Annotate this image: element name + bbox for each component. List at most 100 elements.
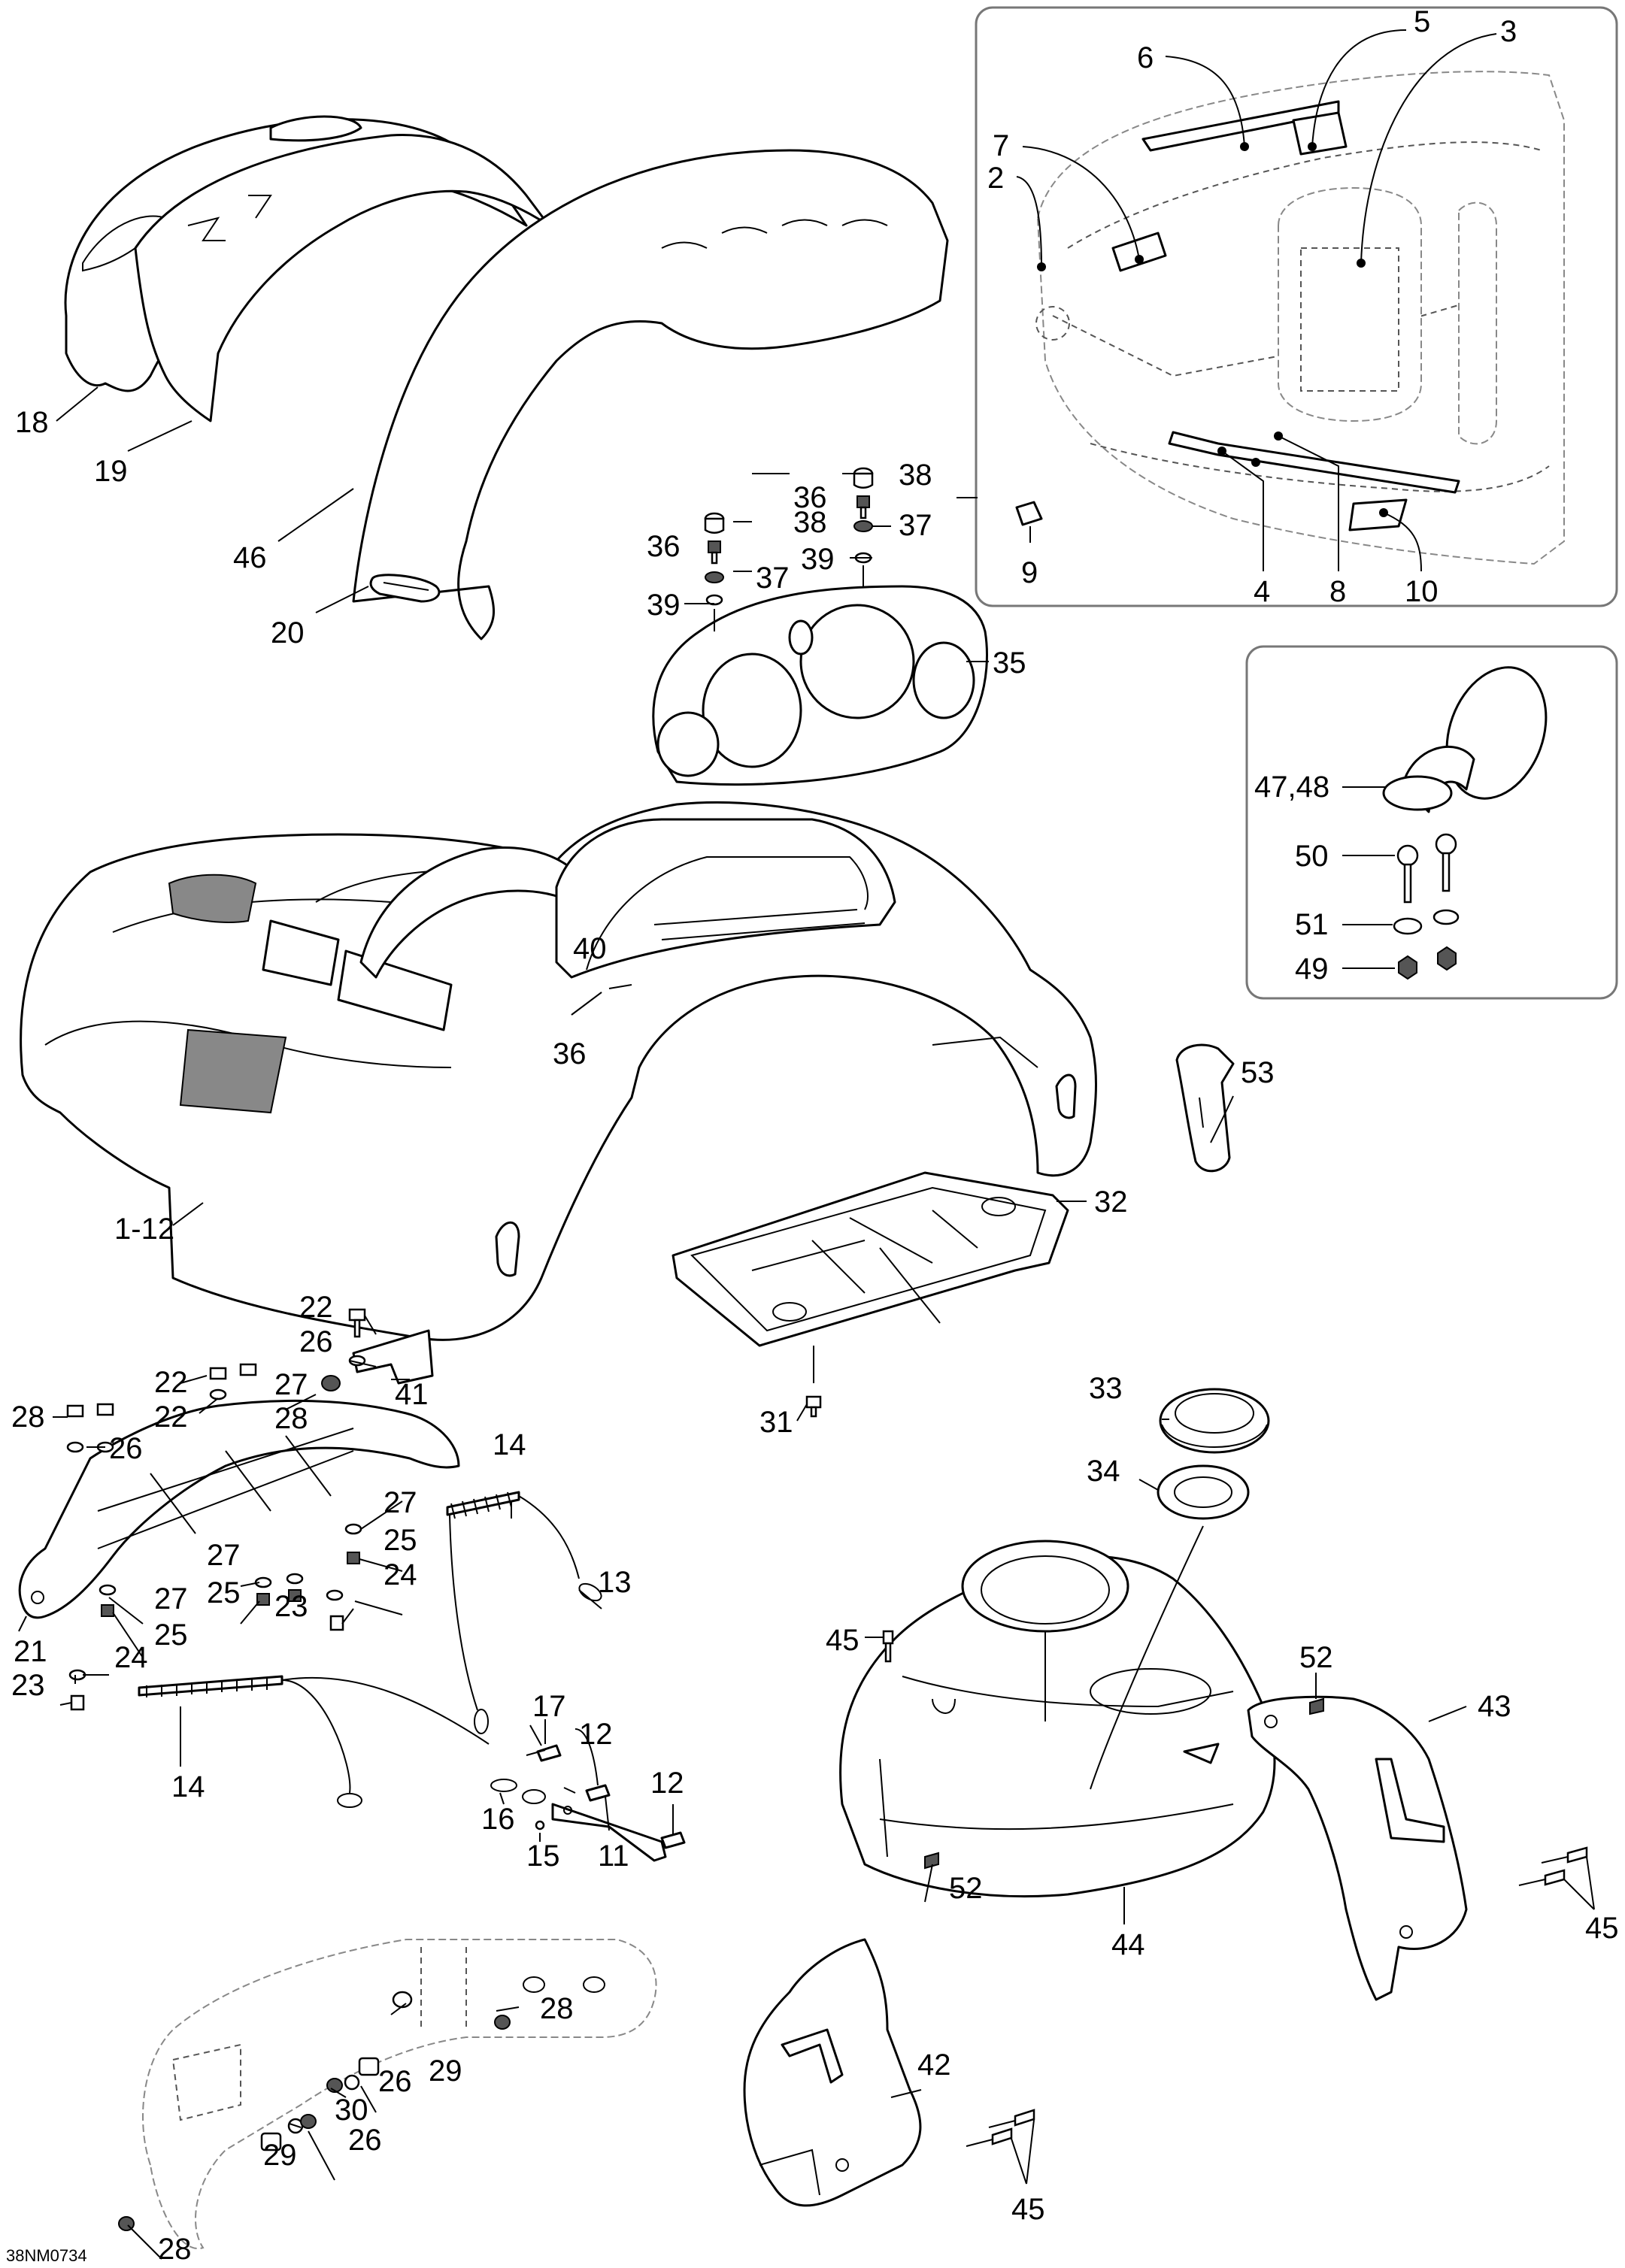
callout-20: 20 xyxy=(271,616,305,650)
callout-12-a: 12 xyxy=(579,1718,613,1751)
rear-bumper-ghost xyxy=(118,1939,657,2250)
callout-37-a: 37 xyxy=(756,562,790,595)
rivets-45 xyxy=(882,1630,1588,2147)
callout-36-a: 36 xyxy=(647,530,681,563)
callout-26-a: 26 xyxy=(299,1325,333,1358)
callout-23-a: 23 xyxy=(274,1590,308,1623)
callout-23-b: 23 xyxy=(11,1669,45,1702)
callout-3: 3 xyxy=(1500,15,1517,48)
callout-46: 46 xyxy=(233,541,267,574)
callout-8: 8 xyxy=(1329,575,1346,608)
callout-36-b: 36 xyxy=(793,481,827,514)
callout-49: 49 xyxy=(1295,952,1329,986)
callout-34: 34 xyxy=(1087,1455,1120,1488)
callout-45-a: 45 xyxy=(826,1624,859,1657)
callout-21: 21 xyxy=(14,1635,47,1668)
callout-28-d: 28 xyxy=(158,2233,192,2266)
callout-6: 6 xyxy=(1137,41,1154,74)
callout-38-a: 38 xyxy=(793,506,827,539)
callout-29-a: 29 xyxy=(429,2055,462,2088)
callout-17: 17 xyxy=(532,1690,566,1723)
clip-53 xyxy=(1175,1043,1235,1173)
callout-26-b: 26 xyxy=(109,1432,143,1465)
callout-53: 53 xyxy=(1241,1056,1275,1089)
callout-13: 13 xyxy=(598,1566,632,1599)
callout-27-a: 27 xyxy=(274,1368,308,1401)
clip-20 xyxy=(369,574,441,603)
callout-25-b: 25 xyxy=(207,1576,241,1609)
panel-43 xyxy=(1247,1695,1468,2001)
callout-14-a: 14 xyxy=(493,1428,526,1461)
decal-inset-leaders xyxy=(1015,29,1497,572)
callout-7: 7 xyxy=(993,129,1009,162)
tray-32 xyxy=(672,1171,1069,1383)
callout-50: 50 xyxy=(1295,840,1329,873)
hardware-stack-left xyxy=(704,512,725,631)
callout-26-d: 26 xyxy=(348,2124,382,2157)
callout-22-b: 22 xyxy=(154,1366,188,1399)
callout-26-c: 26 xyxy=(378,2065,412,2098)
side-panel-19 xyxy=(134,134,550,422)
callout-42: 42 xyxy=(917,2048,951,2082)
latch-parts xyxy=(490,1744,686,1862)
decal-inset-hood xyxy=(1035,71,1565,565)
callout-39-b: 39 xyxy=(801,543,835,576)
callout-45-c: 45 xyxy=(1011,2193,1045,2226)
gauge-bezel-35 xyxy=(652,585,988,786)
callout-labels: 2 3 4 5 6 7 8 9 10 47,48 50 51 49 18 19 … xyxy=(6,5,1619,2266)
screw-31 xyxy=(805,1395,822,1418)
mirror-inset-panel xyxy=(1245,645,1618,1000)
callout-14-b: 14 xyxy=(171,1770,205,1803)
gasket-34 xyxy=(1157,1464,1250,1520)
windshield-46 xyxy=(352,149,949,640)
callout-27-d: 27 xyxy=(154,1582,188,1615)
callout-38-b: 38 xyxy=(899,459,932,492)
figure-code: 38NM0734 xyxy=(6,2246,87,2265)
panel-42 xyxy=(743,1938,922,2207)
callout-41: 41 xyxy=(395,1378,429,1411)
callout-37-b: 37 xyxy=(899,509,932,542)
callout-15: 15 xyxy=(526,1840,560,1873)
callout-2: 2 xyxy=(987,162,1004,195)
callout-4: 4 xyxy=(1254,575,1270,608)
mirror-assembly xyxy=(1342,666,1548,980)
callout-28-b: 28 xyxy=(274,1402,308,1435)
callout-43: 43 xyxy=(1478,1690,1511,1723)
callout-25-c: 25 xyxy=(154,1618,188,1652)
callout-27-c: 27 xyxy=(207,1539,241,1572)
callout-35: 35 xyxy=(993,646,1026,680)
callout-32: 32 xyxy=(1094,1185,1128,1219)
callout-44: 44 xyxy=(1111,1928,1145,1961)
callout-16: 16 xyxy=(481,1803,515,1836)
callout-52-b: 52 xyxy=(949,1872,983,1905)
leader-lines xyxy=(18,386,1595,2260)
console-44 xyxy=(839,1540,1276,1898)
callout-19: 19 xyxy=(94,455,128,488)
callout-5: 5 xyxy=(1414,5,1430,38)
callout-27-b: 27 xyxy=(384,1486,417,1519)
callout-33: 33 xyxy=(1089,1372,1123,1405)
callout-24-a: 24 xyxy=(384,1558,417,1591)
callout-29-b: 29 xyxy=(263,2139,297,2172)
callout-51: 51 xyxy=(1295,908,1329,941)
callout-25-a: 25 xyxy=(384,1524,417,1557)
callout-10: 10 xyxy=(1405,575,1439,608)
callout-52-a: 52 xyxy=(1299,1641,1333,1674)
callout-28-c: 28 xyxy=(540,1992,574,2025)
frame-hardware xyxy=(66,1363,362,1711)
callout-31: 31 xyxy=(759,1406,793,1439)
callout-45-b: 45 xyxy=(1585,1912,1619,1945)
callout-30: 30 xyxy=(335,2094,368,2127)
cable-assemblies xyxy=(138,1491,602,1808)
callout-12-b: 12 xyxy=(650,1767,684,1800)
cap-33 xyxy=(1159,1388,1270,1454)
callout-40: 40 xyxy=(573,932,607,965)
callout-39-a: 39 xyxy=(647,589,681,622)
callout-36-c: 36 xyxy=(553,1037,587,1070)
callout-28-a: 28 xyxy=(11,1400,45,1434)
hardware-stack-right xyxy=(853,467,874,586)
callout-22-c: 22 xyxy=(154,1400,188,1434)
callout-9: 9 xyxy=(1021,556,1038,589)
callout-18: 18 xyxy=(15,406,49,439)
